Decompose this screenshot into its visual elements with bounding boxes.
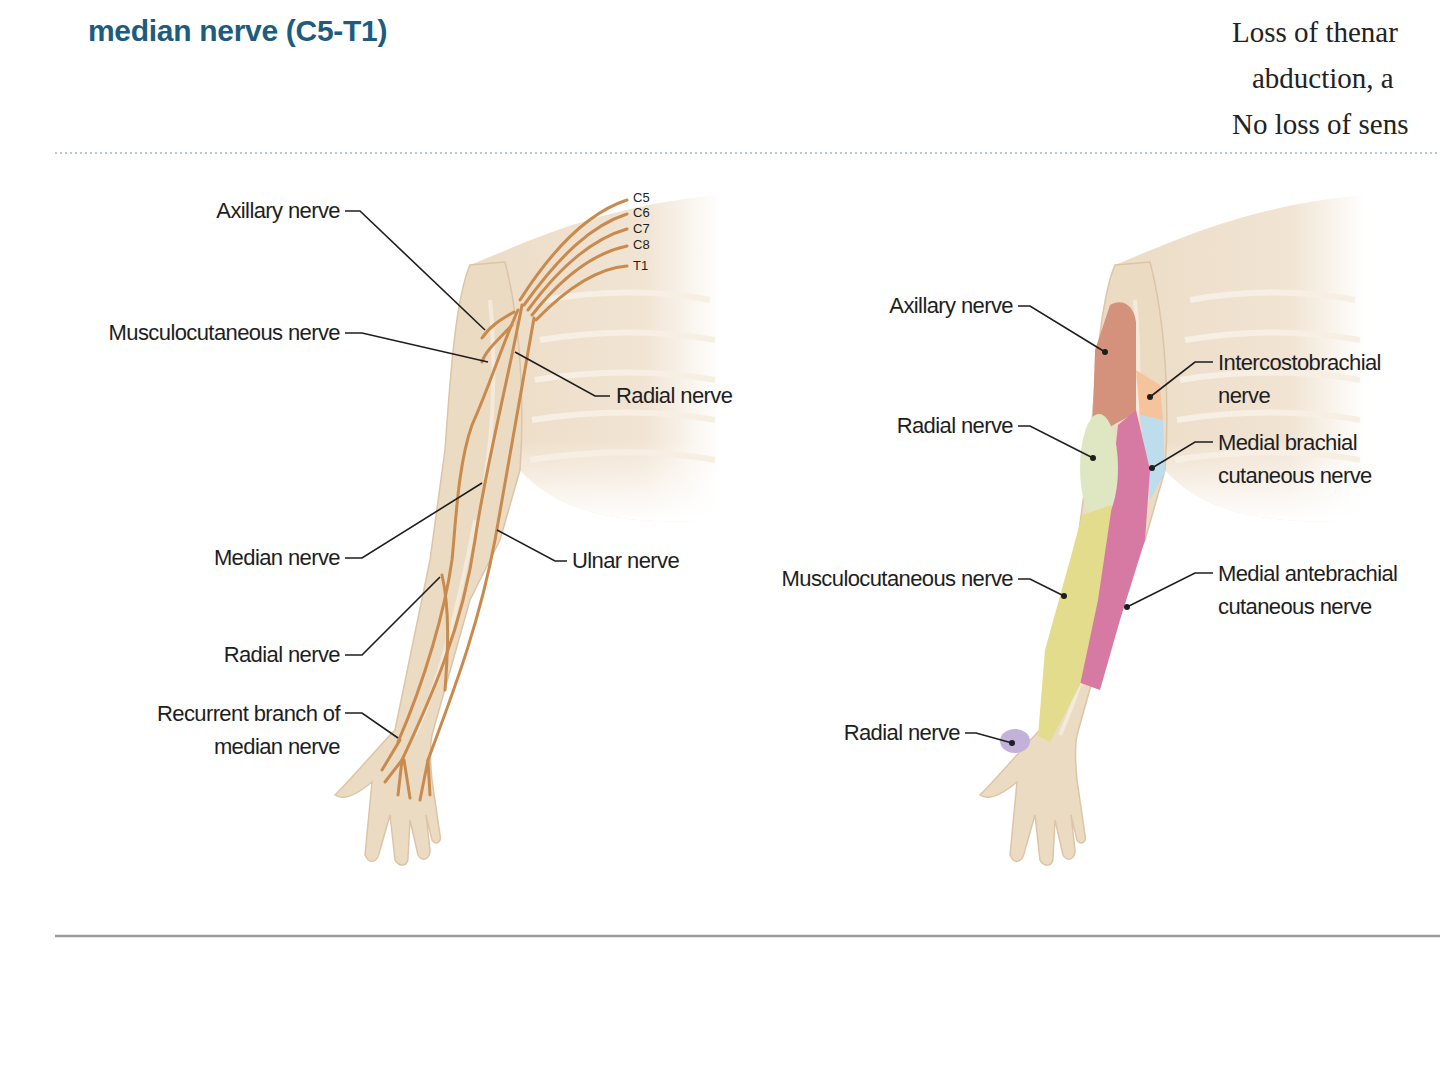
side-note: Loss of thenar bbox=[1232, 12, 1398, 52]
root-label: C5 bbox=[633, 190, 650, 205]
side-note: abduction, a bbox=[1252, 58, 1394, 98]
region-label: Medial antebrachial cutaneous nerve bbox=[1218, 557, 1433, 623]
axillary-nerve bbox=[482, 312, 514, 338]
region-label: Radial nerve bbox=[897, 411, 1013, 441]
root-label: C8 bbox=[633, 237, 650, 252]
leader-dot bbox=[1149, 465, 1155, 471]
leader-line bbox=[345, 211, 485, 330]
radial-region bbox=[1080, 414, 1118, 522]
root-label: T1 bbox=[633, 258, 648, 273]
musculocutaneous-region bbox=[1038, 505, 1112, 742]
leader-dot bbox=[1009, 740, 1015, 746]
region-label: Medial brachial cutaneous nerve bbox=[1218, 426, 1433, 492]
nerve bbox=[536, 266, 627, 320]
dermatome-regions bbox=[1000, 302, 1165, 753]
median-nerve bbox=[402, 305, 522, 760]
leader-line bbox=[965, 733, 1012, 743]
side-note: No loss of sens bbox=[1232, 104, 1408, 144]
root-label: C6 bbox=[633, 205, 650, 220]
leader-line bbox=[345, 333, 488, 362]
leader-dot bbox=[1061, 593, 1067, 599]
leader-line bbox=[345, 483, 482, 558]
divider-line bbox=[55, 935, 1440, 938]
leader-line bbox=[1018, 306, 1105, 352]
nerve-label: Recurrent branch of median nerve bbox=[152, 697, 340, 763]
right-arm bbox=[980, 195, 1365, 865]
region-label: Radial nerve bbox=[844, 718, 960, 748]
leader-dot bbox=[1102, 349, 1108, 355]
leader-line bbox=[345, 577, 440, 655]
dotted-divider bbox=[55, 152, 1440, 154]
leader-dot bbox=[1147, 394, 1153, 400]
region-label: Musculocutaneous nerve bbox=[782, 564, 1013, 594]
nerve-label: Axillary nerve bbox=[216, 196, 340, 226]
leader-line bbox=[1150, 362, 1213, 397]
leader-dot bbox=[1090, 455, 1096, 461]
leader-line bbox=[1127, 573, 1213, 607]
leader-dot bbox=[1124, 604, 1130, 610]
intercostobrachial-region bbox=[1136, 370, 1163, 420]
leader-line bbox=[515, 352, 610, 396]
leader-lines bbox=[345, 211, 1213, 743]
radial-nerve bbox=[398, 310, 518, 742]
ulnar-nerve bbox=[428, 318, 534, 760]
nerve-label: Ulnar nerve bbox=[572, 546, 679, 576]
leader-dots bbox=[1009, 349, 1155, 746]
leader-line bbox=[345, 713, 398, 738]
arm-silhouette bbox=[335, 195, 720, 865]
nerve-label: Median nerve bbox=[214, 543, 340, 573]
leader-line bbox=[1152, 442, 1213, 468]
leader-line bbox=[1018, 579, 1064, 596]
nerve-paths bbox=[382, 200, 627, 800]
nerve-label: Musculocutaneous nerve bbox=[109, 318, 340, 348]
leader-line bbox=[1018, 426, 1093, 458]
nerve-label: Radial nerve bbox=[616, 381, 732, 411]
root-label: C7 bbox=[633, 221, 650, 236]
section-title: median nerve (C5-T1) bbox=[88, 14, 387, 48]
left-arm bbox=[335, 195, 720, 865]
digital-branches bbox=[382, 740, 430, 800]
leader-line bbox=[497, 530, 567, 561]
arm-silhouette bbox=[980, 195, 1365, 865]
nerve bbox=[532, 246, 627, 315]
region-label: Axillary nerve bbox=[889, 291, 1013, 321]
nerve-label: Radial nerve bbox=[224, 640, 340, 670]
region-label: Intercostobrachial nerve bbox=[1218, 346, 1433, 412]
nerve-branch bbox=[442, 575, 448, 690]
